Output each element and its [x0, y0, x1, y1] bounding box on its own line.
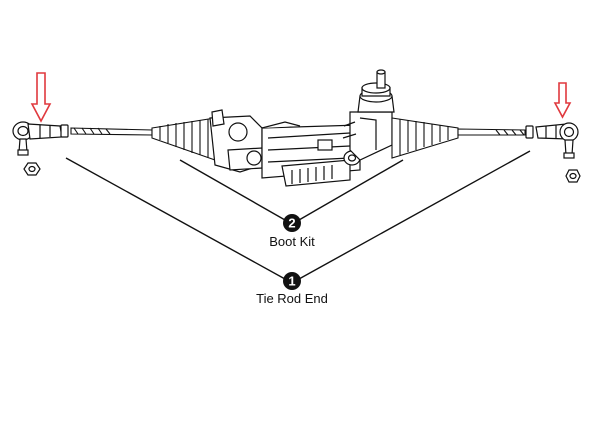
callout-tie-rod-end: 1 Tie Rod End: [256, 272, 328, 306]
callout-boot-kit: 2 Boot Kit: [269, 214, 315, 249]
left-boot: [151, 117, 216, 161]
right-inner-tie-rod: [457, 128, 526, 136]
tie-rod-end-leader-right: [298, 150, 531, 280]
right-boot: [391, 117, 459, 159]
tie-rod-end-leader-left: [65, 157, 286, 280]
callout-badge: [283, 272, 301, 290]
right-tie-rod-end: [535, 122, 581, 183]
boot-kit-leader-right: [298, 159, 404, 221]
right-jam-nut: [525, 125, 534, 139]
rack-housing: [209, 109, 361, 187]
pinion-valve-assembly: [342, 69, 395, 161]
callout-number: 2: [288, 216, 295, 231]
boot-kit-leader-left: [179, 159, 286, 221]
left-inner-tie-rod: [70, 127, 153, 136]
callout-number: 1: [288, 274, 295, 289]
callout-badge: [283, 214, 301, 232]
callout-label-tie-rod-end: Tie Rod End: [256, 291, 328, 306]
left-jam-nut: [60, 124, 69, 138]
right-indicator-arrow-icon: [553, 82, 572, 119]
callout-leader-lines: [65, 150, 531, 280]
left-indicator-arrow-icon: [30, 72, 52, 123]
left-tie-rod-end: [12, 121, 63, 176]
callout-label-boot-kit: Boot Kit: [269, 234, 315, 249]
